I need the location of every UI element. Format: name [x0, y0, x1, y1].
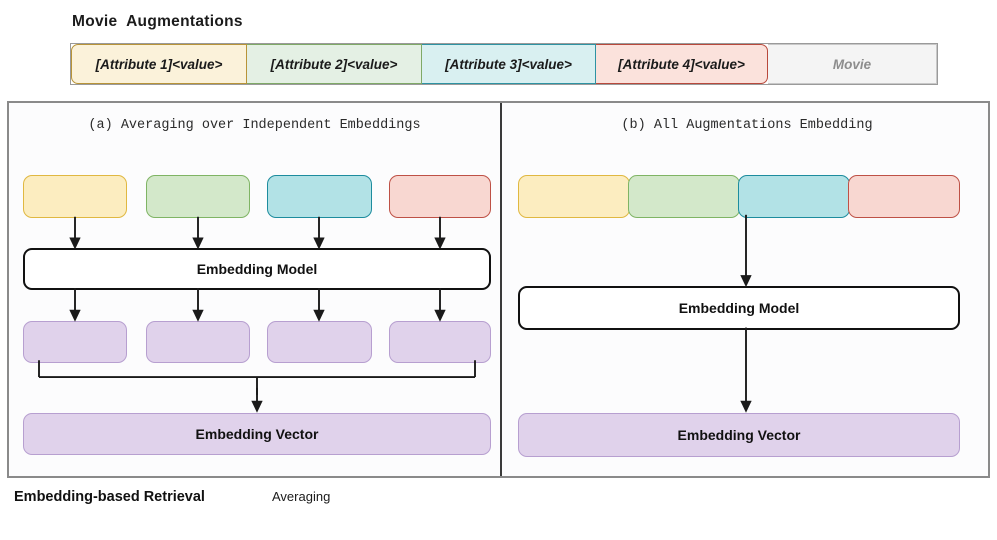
- aug-segment-attribute-2[interactable]: [Attribute 2]<value>: [247, 44, 422, 84]
- aug-segment-attribute-3[interactable]: [Attribute 3]<value>: [422, 44, 596, 84]
- panel-a-embedding-3[interactable]: [267, 321, 372, 363]
- panel-a-embedding-vector[interactable]: Embedding Vector: [23, 413, 491, 455]
- footer-title: Embedding-based Retrieval: [14, 489, 205, 505]
- panel-a-caption: (a) Averaging over Independent Embedding…: [88, 118, 421, 133]
- panel-divider: [500, 103, 502, 476]
- augmentation-strip: [Attribute 1]<value> [Attribute 2]<value…: [70, 43, 938, 85]
- panel-b: (b) All Augmentations Embedding Embeddin…: [502, 103, 992, 476]
- page-title: Movie Augmentations: [72, 13, 243, 30]
- main-panel: (a) Averaging over Independent Embedding…: [7, 101, 992, 504]
- panel-a-embedding-2[interactable]: [146, 321, 250, 363]
- panel-b-attribute-3-box[interactable]: [738, 175, 850, 218]
- panel-b-attribute-4-box[interactable]: [848, 175, 960, 218]
- panel-a-attribute-1-box[interactable]: [23, 175, 127, 218]
- panel-a-embedding-model[interactable]: Embedding Model: [23, 248, 491, 290]
- panel-a-embedding-4[interactable]: [389, 321, 491, 363]
- panel-a-attribute-4-box[interactable]: [389, 175, 491, 218]
- panel-b-attribute-1-box[interactable]: [518, 175, 630, 218]
- panel-b-caption: (b) All Augmentations Embedding: [621, 118, 873, 133]
- aug-segment-attribute-4[interactable]: [Attribute 4]<value>: [596, 44, 768, 84]
- panel-b-attribute-2-box[interactable]: [628, 175, 740, 218]
- panel-a: (a) Averaging over Independent Embedding…: [9, 103, 500, 504]
- aug-segment-attribute-1[interactable]: [Attribute 1]<value>: [71, 44, 247, 84]
- panel-b-embedding-model[interactable]: Embedding Model: [518, 286, 960, 330]
- panel-a-attribute-2-box[interactable]: [146, 175, 250, 218]
- panel-b-embedding-vector[interactable]: Embedding Vector: [518, 413, 960, 457]
- averaging-label: Averaging: [272, 489, 331, 504]
- panel-a-attribute-3-box[interactable]: [267, 175, 372, 218]
- aug-segment-movie[interactable]: Movie: [768, 44, 937, 84]
- panel-a-embedding-1[interactable]: [23, 321, 127, 363]
